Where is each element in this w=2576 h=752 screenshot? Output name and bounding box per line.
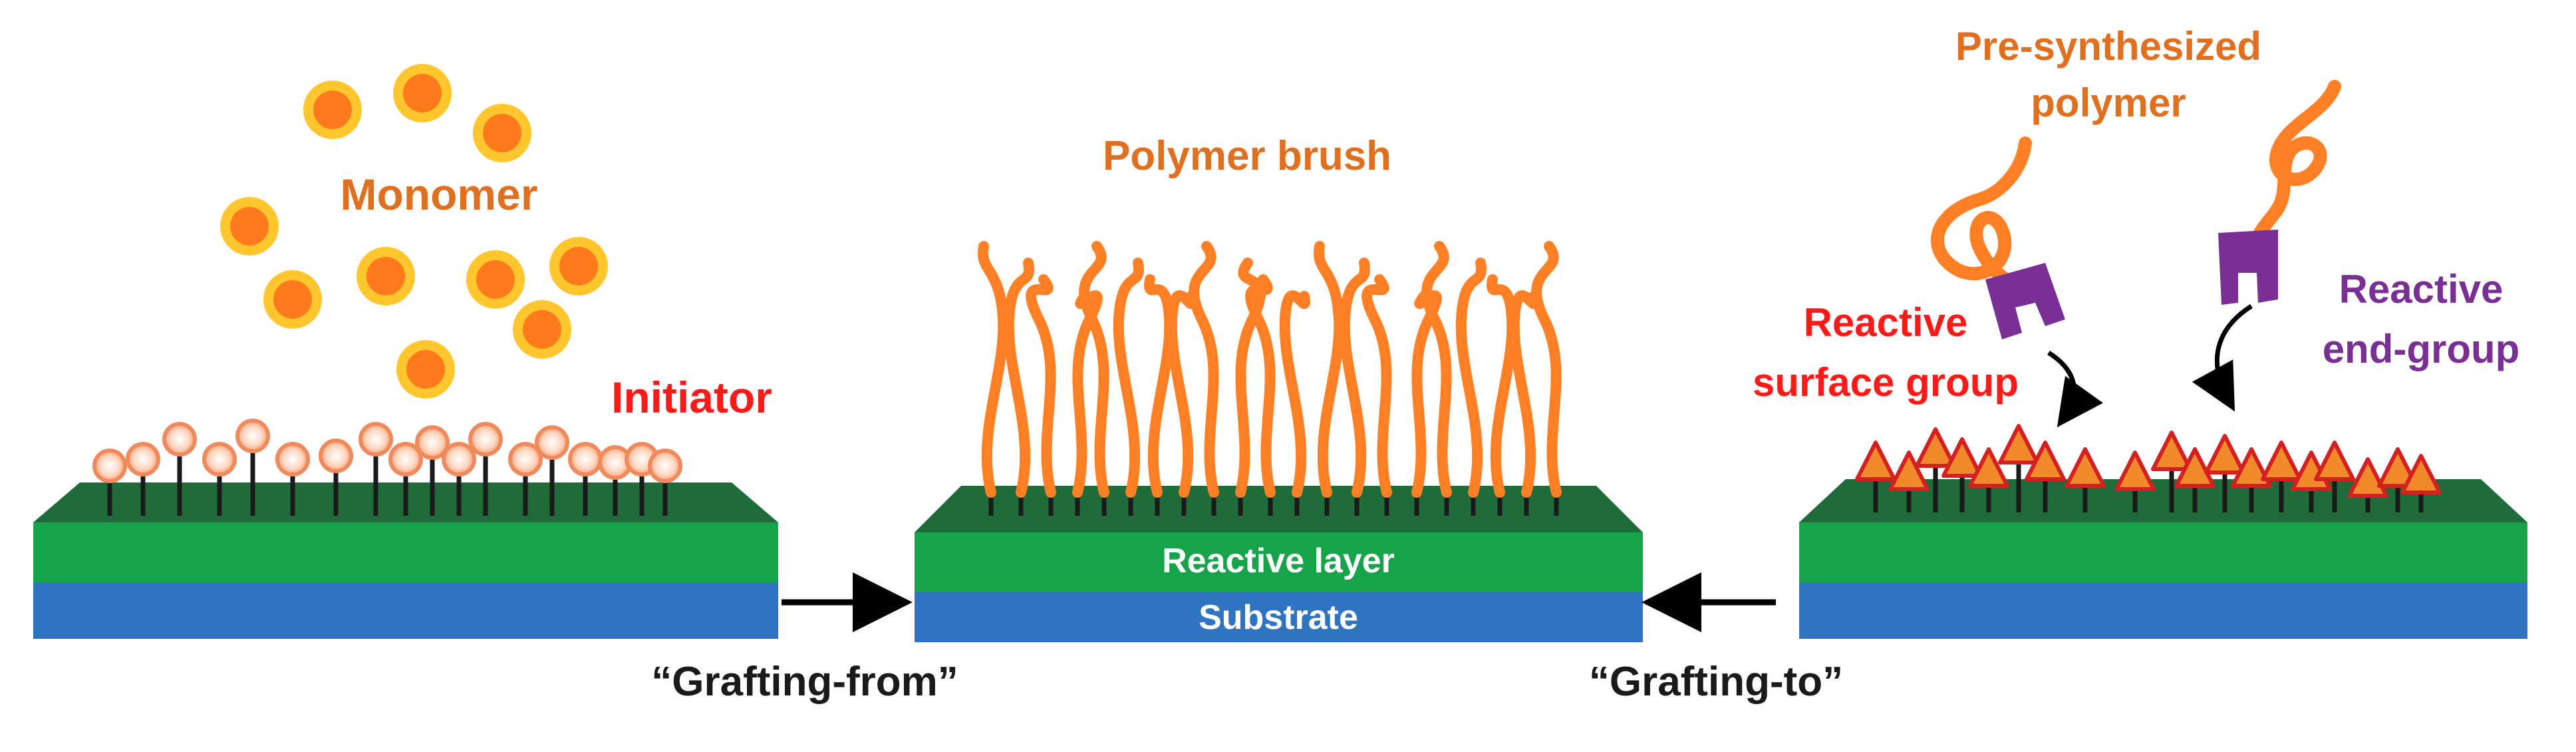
reactive-triangle: [2377, 447, 2418, 488]
monomer-core: [230, 207, 269, 246]
initiator-head: [415, 425, 450, 460]
right-panel: Pre-synthesized polymer Reactive surface…: [1753, 24, 2527, 639]
initiator-head: [275, 442, 310, 476]
reactive-triangle: [2314, 441, 2355, 481]
pre-synthesized-label-line2: polymer: [2031, 81, 2186, 125]
polymer-brush-label: Polymer brush: [1103, 133, 1391, 179]
reactive-surface-groups: [1855, 424, 2442, 512]
grafting-to-label: “Grafting-to”: [1589, 659, 1843, 705]
reactive-end-group-1: [1985, 263, 2065, 339]
polymer-chain: [1026, 274, 1056, 498]
polymer-chain: [1113, 258, 1144, 498]
monomer-core: [483, 114, 521, 152]
reactive-triangle: [2151, 431, 2192, 471]
polymer-chain: [978, 241, 1009, 498]
initiator-head: [162, 422, 197, 457]
initiator-head: [648, 449, 682, 483]
polymer-chain: [1235, 258, 1266, 498]
reactive-triangle: [1968, 447, 2009, 488]
reaction-arrow-1: [2047, 351, 2103, 428]
left-panel: Monomer Initiator: [33, 64, 778, 639]
monomer-core: [559, 247, 598, 285]
initiator-head: [568, 442, 603, 476]
reactive-triangle: [2204, 434, 2245, 474]
initiator-head: [388, 442, 423, 476]
polymer-chain: [1189, 241, 1219, 498]
monomer-core: [523, 310, 561, 349]
monomer-core: [476, 260, 515, 299]
initiator-head: [235, 419, 270, 453]
monomer-core: [406, 350, 445, 389]
left-reactive-layer: [33, 522, 778, 582]
reactive-triangle: [1941, 437, 1983, 478]
initiator-head: [535, 425, 569, 460]
reactive-triangle: [2400, 454, 2442, 494]
initiator-head: [319, 439, 353, 473]
monomer-core: [366, 257, 405, 295]
pre-synthesized-polymer-1: [1930, 136, 2032, 293]
reactive-end-group-2: [2218, 230, 2278, 305]
middle-substrate: [915, 592, 1643, 642]
grafting-from-label: “Grafting-from”: [651, 659, 958, 705]
polymer-chain: [1531, 241, 1562, 498]
right-substrate: [1799, 582, 2527, 639]
polymer-brush-chains: [978, 241, 1562, 516]
reactive-triangle: [1855, 441, 1896, 481]
middle-top-surface: [915, 486, 1643, 532]
monomer-core: [313, 91, 352, 129]
initiator-layer: [92, 419, 682, 516]
initiator-head: [92, 449, 127, 483]
reactive-triangle: [2261, 441, 2302, 481]
reactive-surface-label-line2: surface group: [1753, 360, 2019, 405]
reactive-triangle: [2174, 447, 2216, 488]
polymer-chain: [1487, 274, 1518, 498]
reactive-surface-label-line1: Reactive: [1804, 300, 1968, 345]
polymer-chain: [1339, 258, 1370, 498]
reactive-triangle: [2025, 441, 2066, 481]
monomer-core: [403, 74, 442, 112]
reaction-arrow-2: [2192, 304, 2253, 412]
substrate-label: Substrate: [1199, 598, 1358, 637]
polymer-chain: [1411, 290, 1442, 498]
reactive-triangle: [1915, 427, 1956, 468]
polymer-chain: [1421, 241, 1452, 498]
polymer-chain: [1003, 258, 1034, 498]
polymer-chain: [1144, 274, 1175, 498]
reactive-end-label-line1: Reactive: [2339, 267, 2504, 311]
monomer-label: Monomer: [341, 170, 538, 219]
initiator-head: [508, 442, 543, 476]
initiator-head: [442, 442, 476, 476]
polymer-chain: [1508, 290, 1540, 498]
monomer-cloud: [220, 64, 608, 399]
monomer-core: [273, 280, 312, 319]
reactive-triangle: [2065, 447, 2106, 488]
right-top-surface: [1799, 479, 2527, 522]
middle-reactive-layer: [915, 532, 1643, 592]
initiator-label: Initiator: [611, 373, 772, 422]
left-substrate: [33, 582, 778, 639]
reactive-triangle: [1888, 451, 1930, 491]
right-reactive-layer: [1799, 522, 2527, 582]
initiator-head: [202, 442, 237, 476]
initiator-head: [126, 442, 160, 476]
polymer-chain: [1079, 241, 1109, 498]
reactive-triangle: [2347, 457, 2388, 498]
polymer-chain: [1245, 274, 1276, 498]
polymer-chain: [1279, 290, 1310, 498]
middle-panel: Polymer brush Reactive layer Substrate: [915, 133, 1643, 642]
initiator-head: [358, 422, 393, 457]
pre-synthesized-polymer-2: [2251, 80, 2341, 246]
reactive-triangle: [2114, 451, 2156, 491]
reactive-triangle: [1998, 424, 2039, 465]
pre-synthesized-label-line1: Pre-synthesized: [1955, 24, 2261, 69]
polymer-chain: [1166, 290, 1197, 498]
initiator-head: [468, 422, 503, 457]
polymer-chain: [1455, 258, 1487, 498]
reactive-end-label-line2: end-group: [2323, 327, 2520, 371]
reactive-triangle: [2231, 447, 2272, 488]
polymer-chain: [1361, 274, 1392, 498]
polymer-chain: [1314, 241, 1345, 498]
reactive-layer-label: Reactive layer: [1162, 542, 1395, 580]
